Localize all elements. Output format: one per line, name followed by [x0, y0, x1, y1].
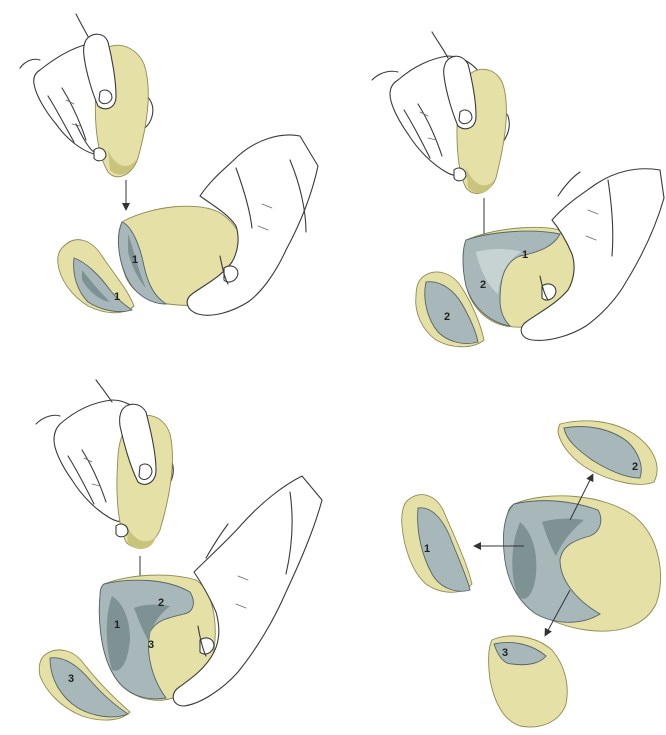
- panel-4-flake-3: 3: [489, 636, 568, 727]
- panel-2-knuckles: [454, 168, 466, 181]
- panel-3-core-label-3: 3: [148, 639, 154, 651]
- panel-4: 1 2 3: [402, 421, 661, 727]
- panel-3-core-label-1: 1: [114, 619, 120, 631]
- panel-1-core-label-1: 1: [132, 254, 138, 266]
- panel-2-core-label-1: 1: [522, 249, 528, 261]
- panel-4-flake-3-label: 3: [502, 647, 508, 659]
- panel-2: 1 2 2: [372, 32, 664, 347]
- panel-4-flake-2-label: 2: [632, 461, 638, 473]
- panel-2-flake-label: 2: [444, 311, 450, 323]
- panel-3-core-label-2: 2: [158, 597, 164, 609]
- panel-4-flake-1: 1: [402, 495, 472, 593]
- panel-1: 1 1: [20, 14, 318, 315]
- panel-4-core: [503, 496, 660, 631]
- panel-4-flake-1-label: 1: [424, 543, 430, 555]
- panel-2-core-label-2: 2: [480, 279, 486, 291]
- panel-3: 2 1 3 3: [36, 380, 322, 720]
- panel-4-flake-2: 2: [558, 421, 657, 485]
- panel-1-flake-label: 1: [114, 291, 120, 303]
- panel-3-knuckles: [116, 524, 128, 537]
- panel-3-flake-label: 3: [68, 673, 74, 685]
